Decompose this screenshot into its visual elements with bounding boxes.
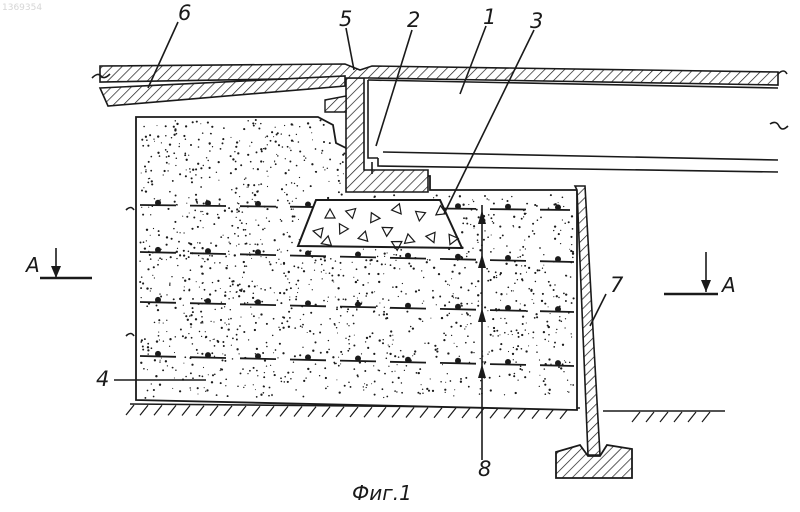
section-label-left: A bbox=[24, 253, 40, 277]
label-7: 7 bbox=[610, 273, 624, 297]
label-6: 6 bbox=[178, 1, 191, 25]
span-beam bbox=[368, 80, 778, 174]
rubble-drain bbox=[298, 200, 462, 250]
label-5: 5 bbox=[339, 7, 352, 31]
label-4: 4 bbox=[96, 367, 109, 391]
figure-caption: Фиг.1 bbox=[352, 481, 412, 505]
watermark: 1369354 bbox=[2, 3, 42, 13]
label-2: 2 bbox=[407, 8, 420, 32]
section-mark-right: A bbox=[664, 252, 736, 297]
label-8: 8 bbox=[478, 457, 491, 481]
section-mark-left: A bbox=[24, 248, 92, 278]
section-label-right: A bbox=[720, 273, 736, 297]
label-1: 1 bbox=[483, 5, 496, 29]
label-3: 3 bbox=[530, 9, 543, 33]
